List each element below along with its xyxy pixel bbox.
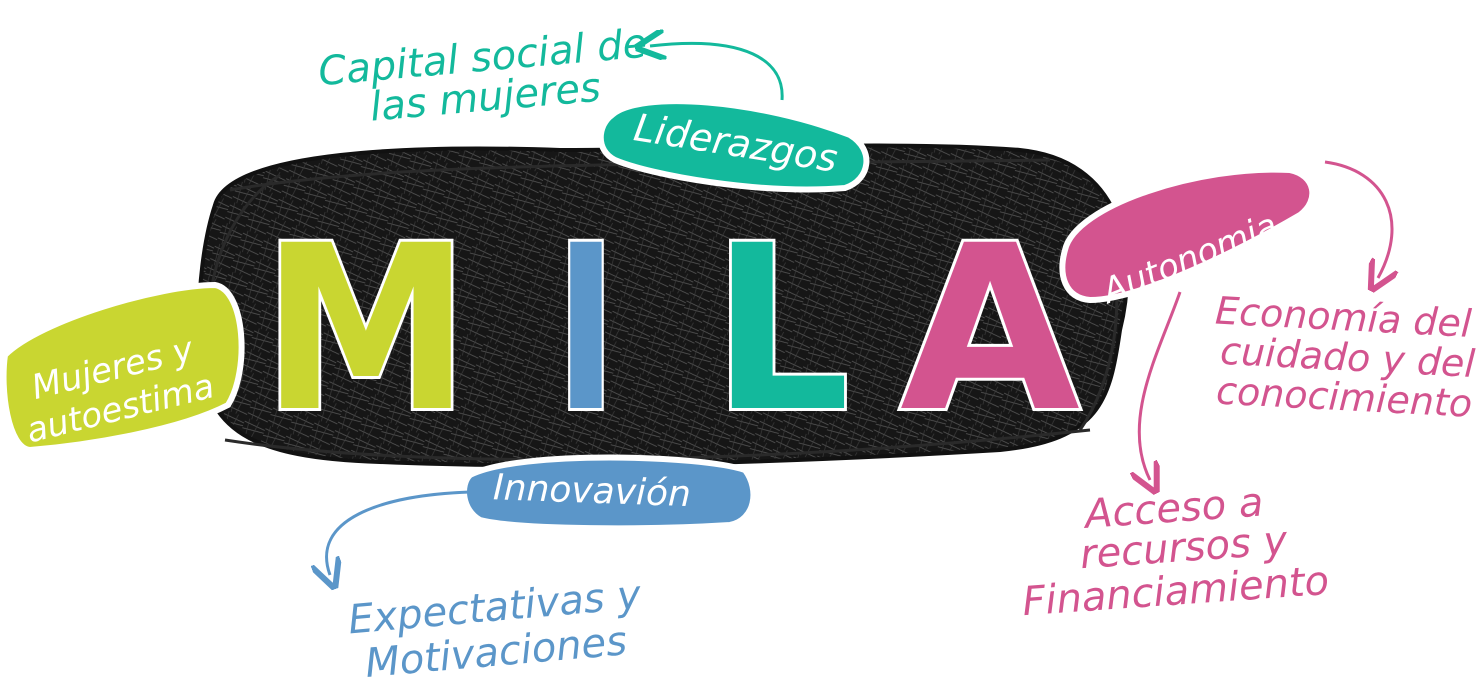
innovacion-label: Innovavión <box>492 467 691 515</box>
capital-arrow <box>650 43 784 101</box>
mila-letters: M I L A <box>259 193 1083 465</box>
mujeres-bubble: Mujeres y autoestima <box>0 281 245 454</box>
letter-m: M <box>262 196 470 462</box>
letter-i: I <box>555 196 617 462</box>
liderazgos-bubble: Liderazgos <box>597 98 870 193</box>
letter-l: L <box>712 196 850 462</box>
scribble-background <box>197 143 1129 468</box>
economia-arrow <box>1324 160 1392 278</box>
letter-a: A <box>900 196 1080 462</box>
expectativas-arrow <box>327 490 471 575</box>
acceso-arrow <box>1139 291 1182 480</box>
acceso-line3: Financiamiento <box>1021 558 1331 625</box>
innovacion-bubble: Innovavión <box>461 454 757 532</box>
